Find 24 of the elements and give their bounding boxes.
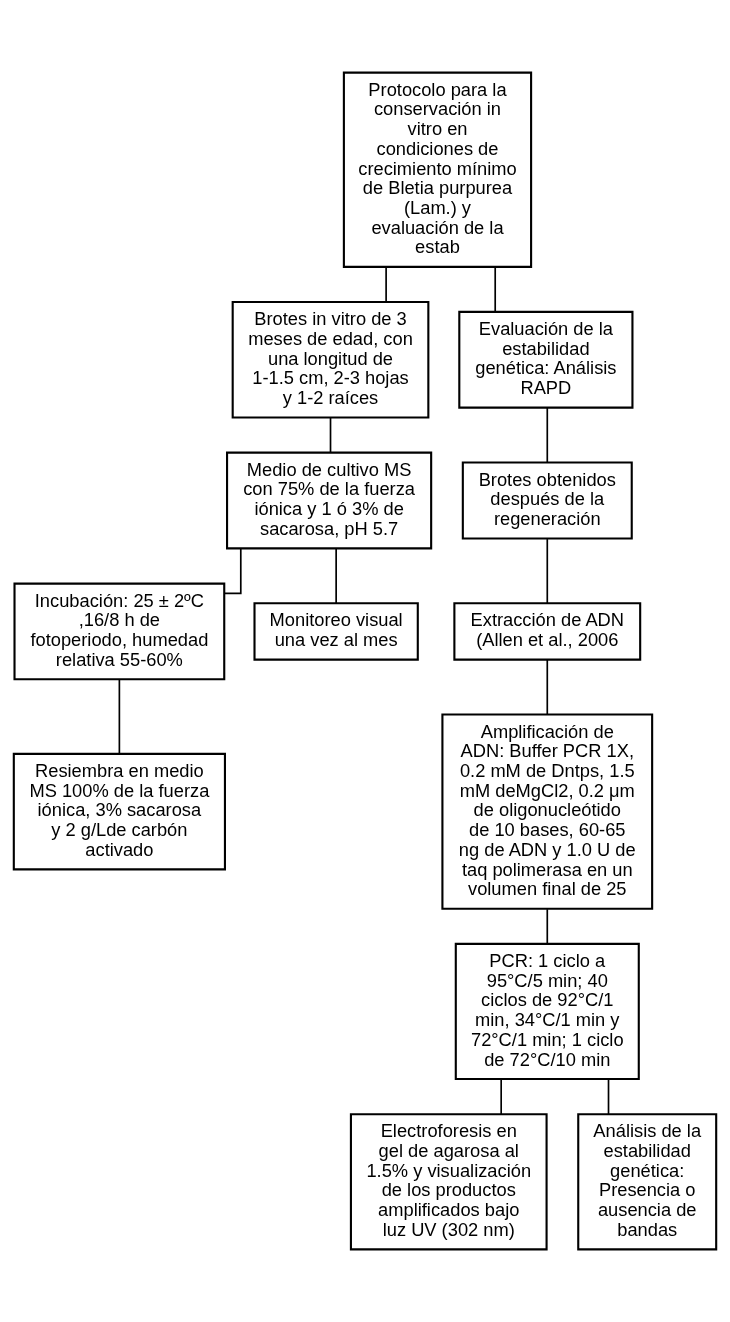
node-box: Brotes in vitro de 3 meses de edad, con una longitud de 1-1.5 cm, 2-3 hojas y 1-2 raíces	[231, 301, 430, 419]
node-box: Medio de cultivo MS con 75% de la fuerza iónica y 1 ó 3% de sacarosa, pH 5.7	[226, 451, 433, 550]
connector	[118, 678, 121, 755]
node-box: Incubación: 25 ± 2ºC ,16/8 h de fotoperiodo, humedad relativa 55-60%	[13, 582, 226, 681]
node-box: Brotes obtenidos después de la regeneración	[461, 461, 633, 540]
connector	[494, 266, 497, 313]
connector	[546, 659, 549, 715]
connector	[500, 1078, 503, 1116]
node-box: Extracción de ADN (Allen et al., 2006	[453, 602, 642, 661]
node-box: Electroforesis en gel de agarosa al 1.5% y visualización de los productos amplificados bajo luz UV (302 nm)	[349, 1113, 548, 1251]
node-box: Protocolo para la conservación in vitro en condiciones de crecimiento mínimo de Bletia purpurea (Lam.) y evaluación de la estab	[342, 71, 533, 268]
connector	[385, 266, 387, 303]
connector	[335, 547, 337, 605]
connector	[329, 417, 332, 454]
connector	[546, 908, 549, 945]
connector	[546, 406, 549, 464]
node-box: Monitoreo visual una vez al mes	[253, 602, 419, 661]
connector	[546, 538, 549, 604]
node-box: Resiembra en medio MS 100% de la fuerza iónica, 3% sacarosa y 2 g/Lde carbón activado	[12, 752, 226, 871]
node-box: Análisis de la estabilidad genética: Presencia o ausencia de bandas	[577, 1113, 718, 1251]
connector	[607, 1078, 610, 1116]
node-box: Evaluación de la estabilidad genética: Análisis RAPD	[458, 310, 634, 409]
node-box: PCR: 1 ciclo a 95°C/5 min; 40 ciclos de 92°C/1 min, 34°C/1 min y 72°C/1 min; 1 ciclo de 72°C/10 min	[454, 942, 640, 1081]
node-box: Amplificación de ADN: Buffer PCR 1X, 0.2 mM de Dntps, 1.5 mM deMgCl2, 0.2 μm de oligonucleótido de 10 bases, 60-65 ng de ADN y 1.0 U de taq polimerasa en un volumen final de 25	[441, 713, 654, 910]
